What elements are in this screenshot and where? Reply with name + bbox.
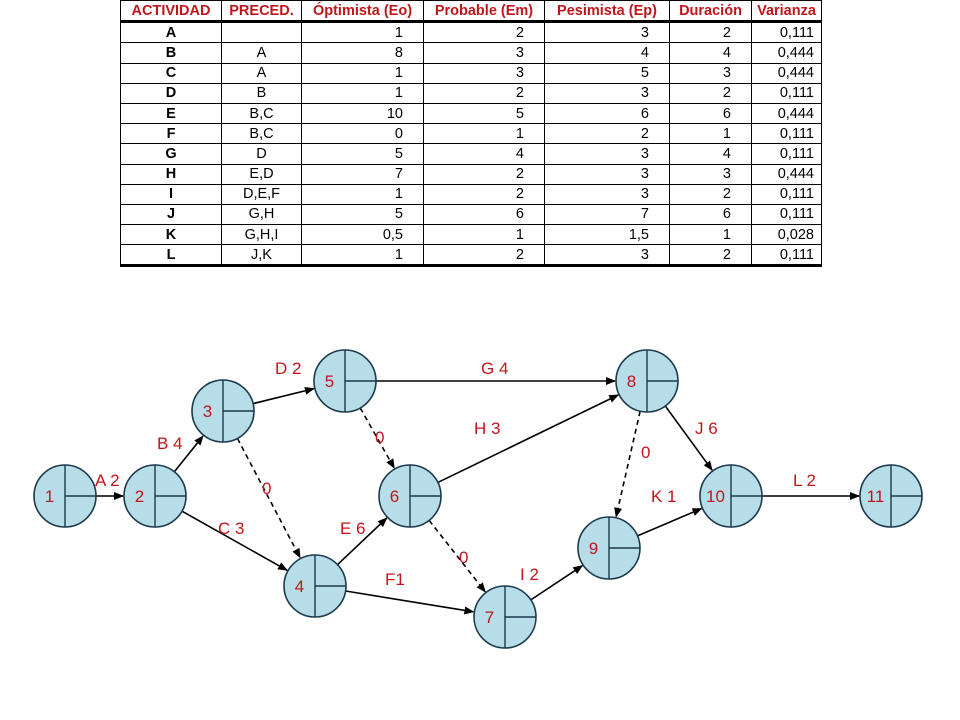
activity-arrow-2-3 bbox=[173, 435, 204, 473]
dummy-arrow-3-4 bbox=[236, 438, 301, 559]
node-label: 3 bbox=[203, 402, 212, 421]
cell-actividad: L bbox=[120, 244, 222, 268]
node-label: 5 bbox=[325, 372, 334, 391]
header-duracion: Duración bbox=[669, 0, 752, 24]
header-pesimista: Pesimista (Ep) bbox=[544, 0, 670, 24]
node-label: 9 bbox=[589, 539, 598, 558]
cell-em: 2 bbox=[423, 244, 545, 268]
node-label: 7 bbox=[485, 608, 494, 627]
cell-varianza: 0,444 bbox=[751, 62, 822, 84]
node-3: 3 bbox=[191, 379, 255, 443]
cell-varianza: 0,444 bbox=[751, 102, 822, 125]
header-preced: PRECED. bbox=[221, 0, 302, 24]
edge-label-8-10: J 6 bbox=[695, 419, 718, 438]
activity-arrow-6-8 bbox=[437, 394, 620, 484]
edge-label-6-8: H 3 bbox=[474, 419, 500, 438]
header-varianza: Varianza bbox=[751, 0, 822, 24]
edge-label-2-3: B 4 bbox=[157, 434, 183, 453]
cell-varianza: 0,111 bbox=[751, 82, 822, 104]
header-actividad: ACTIVIDAD bbox=[120, 0, 222, 24]
activity-arrow-9-10 bbox=[637, 507, 703, 537]
edge-label-4-7: F1 bbox=[385, 570, 405, 589]
node-7: 7 bbox=[473, 585, 537, 649]
node-11: 11 bbox=[859, 464, 923, 528]
edge-label-10-11: L 2 bbox=[793, 471, 816, 490]
edge-label-4-6: E 6 bbox=[340, 519, 366, 538]
node-label: 11 bbox=[867, 487, 885, 506]
pert-activity-table: ACTIVIDAD PRECED. Óptimista (Eo) Probabl… bbox=[120, 0, 822, 268]
edge-label-1-2: A 2 bbox=[95, 471, 120, 490]
node-10: 10 bbox=[699, 464, 763, 528]
cell-eo: 0,5 bbox=[301, 224, 424, 246]
node-2: 2 bbox=[123, 464, 187, 528]
node-1: 1 bbox=[33, 464, 97, 528]
cell-actividad: K bbox=[120, 224, 222, 246]
node-8: 8 bbox=[615, 349, 679, 413]
node-label: 8 bbox=[627, 372, 636, 391]
node-4: 4 bbox=[283, 554, 347, 618]
activity-arrow-4-6 bbox=[336, 517, 388, 566]
node-label: 1 bbox=[45, 487, 54, 506]
node-5: 5 bbox=[313, 349, 377, 413]
cell-preced: D,E,F bbox=[221, 183, 302, 205]
node-label: 6 bbox=[390, 487, 399, 506]
node-label: 2 bbox=[135, 487, 144, 506]
cell-preced: J,K bbox=[221, 244, 302, 268]
cell-duracion: 1 bbox=[669, 224, 752, 246]
edge-label-7-9: I 2 bbox=[520, 565, 539, 584]
dummy-arrow-8-9 bbox=[614, 411, 641, 518]
edge-label-9-10: K 1 bbox=[651, 487, 677, 506]
edge-label-5-6: 0 bbox=[375, 428, 384, 447]
dummy-arrow-6-7 bbox=[428, 519, 486, 593]
activity-arrow-7-9 bbox=[530, 565, 584, 601]
node-label: 4 bbox=[295, 577, 304, 596]
node-9: 9 bbox=[577, 516, 641, 580]
activity-arrow-3-5 bbox=[252, 386, 315, 405]
cell-varianza: 0,111 bbox=[751, 244, 822, 268]
header-probable: Probable (Em) bbox=[423, 0, 545, 24]
cell-varianza: 0,444 bbox=[751, 42, 822, 64]
cell-ep: 1,5 bbox=[544, 224, 670, 246]
cell-varianza: 0,444 bbox=[751, 163, 822, 185]
node-6: 6 bbox=[378, 464, 442, 528]
cell-varianza: 0,028 bbox=[751, 224, 822, 246]
edge-label-5-8: G 4 bbox=[481, 359, 508, 378]
edge-label-3-4: 0 bbox=[262, 479, 271, 498]
cell-varianza: 0,111 bbox=[751, 183, 822, 205]
edge-label-2-4: C 3 bbox=[218, 519, 244, 538]
edge-label-3-5: D 2 bbox=[275, 359, 301, 378]
activity-arrow-4-7 bbox=[345, 590, 475, 615]
table-header-row: ACTIVIDAD PRECED. Óptimista (Eo) Probabl… bbox=[120, 0, 822, 24]
edge-label-8-9: 0 bbox=[641, 443, 650, 462]
activity-arrow-8-10 bbox=[664, 405, 713, 471]
node-label: 10 bbox=[706, 487, 725, 506]
header-optimista: Óptimista (Eo) bbox=[301, 0, 424, 24]
edge-label-6-7: 0 bbox=[459, 548, 468, 567]
activity-arrow-2-4 bbox=[181, 510, 288, 572]
dummy-arrow-5-6 bbox=[359, 407, 395, 470]
